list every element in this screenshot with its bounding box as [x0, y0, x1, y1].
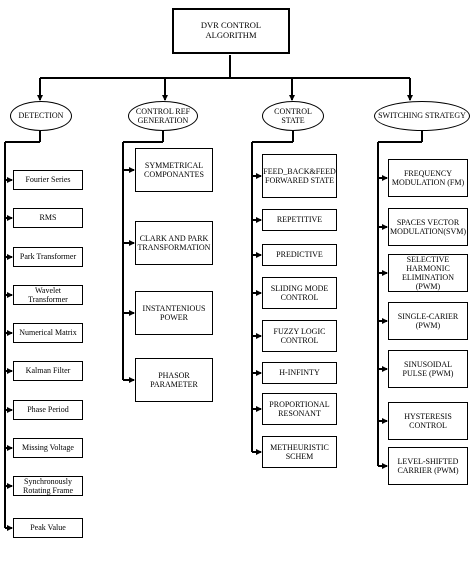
switching-item: LEVEL-SHIFTED CARRIER (PWM) [388, 447, 468, 485]
category-control-ref-generation: CONTROL REF GENERATION [128, 101, 198, 131]
category-label: SWITCHING STRATEGY [378, 111, 466, 121]
control-state-item: FUZZY LOGIC CONTROL [262, 320, 337, 352]
control-ref-item: PHASOR PARAMETER [135, 358, 213, 402]
category-detection: DETECTION [10, 101, 72, 131]
item-label: INSTANTENIOUS POWER [142, 303, 206, 322]
item-label: Missing Voltage [22, 443, 74, 453]
detection-item: Kalman Filter [13, 361, 83, 381]
detection-item: RMS [13, 208, 83, 228]
detection-item: Fourier Series [13, 170, 83, 190]
item-label: METHEURISTIC SCHEM [270, 442, 329, 461]
control-ref-item: INSTANTENIOUS POWER [135, 291, 213, 335]
switching-item: SINUSOIDAL PULSE (PWM) [388, 350, 468, 388]
item-label: SLIDING MODE CONTROL [270, 283, 329, 302]
control-state-item: METHEURISTIC SCHEM [262, 436, 337, 468]
detection-item: Wavelet Transformer [13, 285, 83, 305]
item-label: FUZZY LOGIC CONTROL [273, 326, 326, 345]
control-state-item: REPETITIVE [262, 209, 337, 231]
item-label: PHASOR PARAMETER [150, 370, 198, 389]
root-box: DVR CONTROL ALGORITHM [172, 8, 290, 54]
control-state-item: PROPORTIONAL RESONANT [262, 393, 337, 425]
item-label: RMS [39, 213, 57, 223]
control-state-item: SLIDING MODE CONTROL [262, 277, 337, 309]
detection-item: Peak Value [13, 518, 83, 538]
switching-item: SINGLE-CARIER (PWM) [388, 302, 468, 340]
category-label: CONTROL STATE [274, 106, 312, 125]
detection-item: Numerical Matrix [13, 323, 83, 343]
item-label: Phase Period [27, 405, 69, 415]
item-label: H-INFINTY [279, 368, 320, 378]
detection-item: Missing Voltage [13, 438, 83, 458]
item-label: SELECTIVE HARMONIC ELIMINATION (PWM) [402, 254, 454, 292]
detection-item: Phase Period [13, 400, 83, 420]
detection-item: Synchronously Rotating Frame [13, 476, 83, 496]
switching-item: SELECTIVE HARMONIC ELIMINATION (PWM) [388, 254, 468, 292]
control-ref-item: CLARK AND PARK TRANSFORMATION [135, 221, 213, 265]
item-label: HYSTERESIS CONTROL [404, 411, 452, 430]
item-label: SINGLE-CARIER (PWM) [397, 311, 459, 330]
category-label: DETECTION [18, 111, 64, 121]
root-label: DVR CONTROL ALGORITHM [200, 20, 262, 40]
control-state-item: FEED_BACK&FEED FORWARED STATE [262, 154, 337, 198]
detection-item: Park Transformer [13, 247, 83, 267]
item-label: Peak Value [30, 523, 66, 533]
item-label: LEVEL-SHIFTED CARRIER (PWM) [397, 456, 459, 475]
control-state-item: PREDICTIVE [262, 244, 337, 266]
item-label: REPETITIVE [276, 215, 323, 225]
item-label: FEED_BACK&FEED FORWARED STATE [263, 166, 336, 185]
item-label: CLARK AND PARK TRANSFORMATION [137, 233, 211, 252]
control-ref-item: SYMMETRICAL COMPONANTES [135, 148, 213, 192]
item-label: SPACES VECTOR MODULATION(SVM) [390, 217, 466, 236]
category-control-state: CONTROL STATE [262, 101, 324, 131]
item-label: PREDICTIVE [276, 250, 323, 260]
switching-item: SPACES VECTOR MODULATION(SVM) [388, 208, 468, 246]
item-label: FREQUENCY MODULATION (FM) [391, 168, 465, 187]
category-switching-strategy: SWITCHING STRATEGY [374, 101, 470, 131]
item-label: Kalman Filter [25, 366, 71, 376]
item-label: Wavelet Transformer [28, 285, 68, 304]
switching-item: FREQUENCY MODULATION (FM) [388, 159, 468, 197]
item-label: SINUSOIDAL PULSE (PWM) [402, 359, 454, 378]
switching-item: HYSTERESIS CONTROL [388, 402, 468, 440]
item-label: Park Transformer [19, 252, 77, 262]
item-label: Numerical Matrix [19, 328, 77, 338]
item-label: Fourier Series [25, 175, 71, 185]
item-label: PROPORTIONAL RESONANT [269, 399, 330, 418]
control-state-item: H-INFINTY [262, 362, 337, 384]
item-label: SYMMETRICAL COMPONANTES [143, 160, 204, 179]
item-label: Synchronously Rotating Frame [23, 476, 73, 495]
category-label: CONTROL REF GENERATION [135, 106, 191, 125]
